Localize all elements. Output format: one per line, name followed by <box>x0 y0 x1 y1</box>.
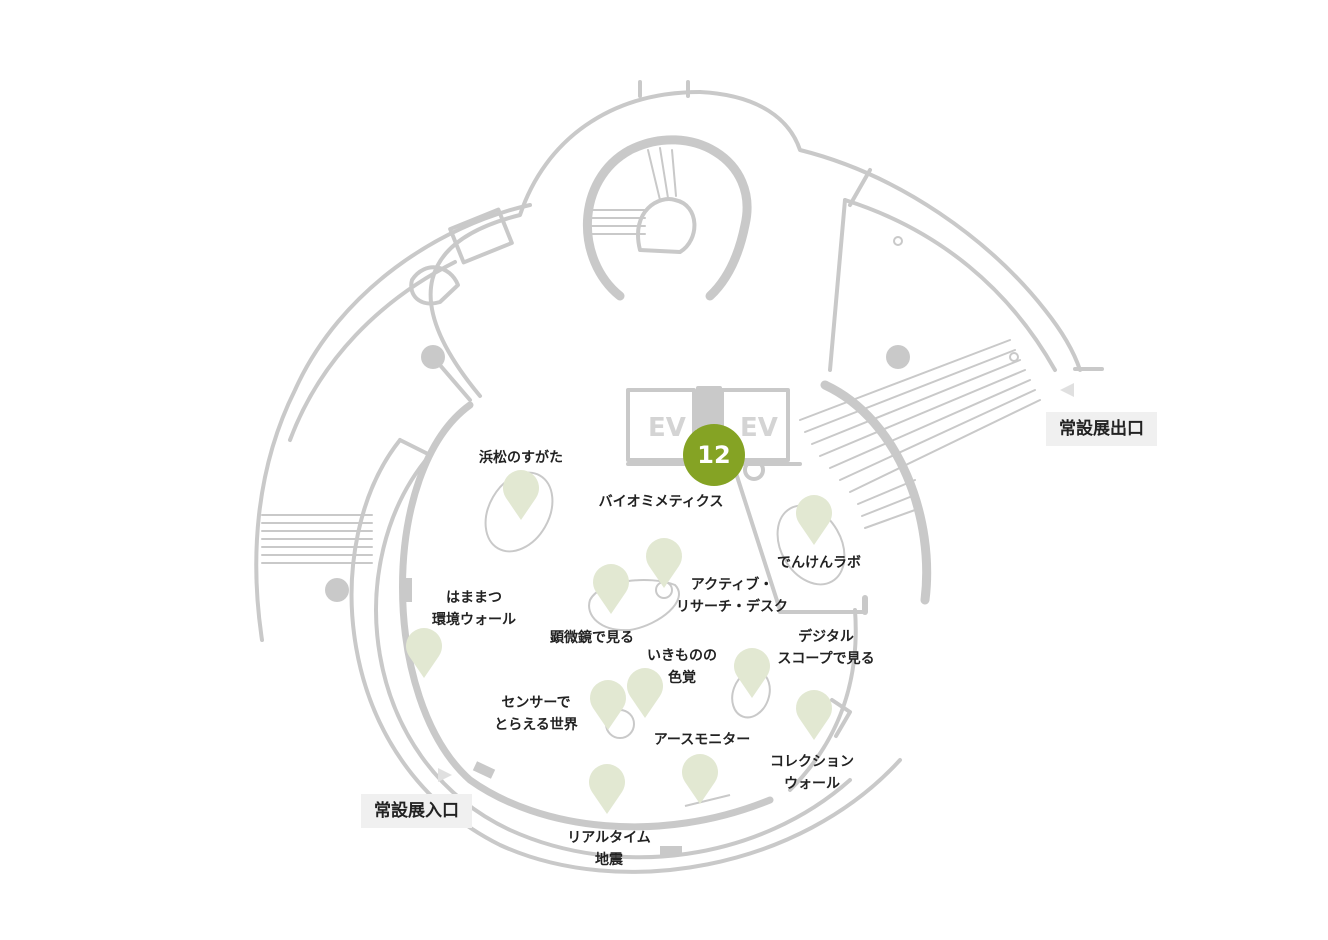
exit-arrow-icon <box>1060 383 1074 397</box>
exhibit-number-badge[interactable]: 12 <box>683 424 745 486</box>
stair-hatch-top <box>589 147 677 235</box>
exhibit-pin-icon[interactable] <box>646 538 682 588</box>
exhibit-label-earth-monitor[interactable]: アースモニター <box>654 729 750 751</box>
label-line: ウォール <box>784 776 840 792</box>
outer-wall-left <box>428 90 702 398</box>
exhibit-pin-icon[interactable] <box>590 680 626 730</box>
exhibit-outline <box>684 794 731 807</box>
exhibit-pin-icon[interactable] <box>593 564 629 614</box>
label-line: 環境ウォール <box>432 612 516 628</box>
stair-hatch-right <box>799 339 1041 529</box>
right-wedge-edge <box>828 198 847 372</box>
exhibit-pin-icon[interactable] <box>796 495 832 545</box>
label-line: コレクション <box>770 754 854 770</box>
pillars <box>325 345 910 856</box>
exhibit-pin-icon[interactable] <box>589 764 625 814</box>
outer-wall-far-left <box>254 203 532 642</box>
elevator-label-left: EV <box>648 413 686 443</box>
label-line: 浜松のすがた <box>479 450 563 466</box>
hall-wall-outer <box>374 453 852 860</box>
fixture-circle <box>1009 352 1019 362</box>
label-line: とらえる世界 <box>494 717 578 733</box>
hall-partition <box>733 468 782 612</box>
exhibit-label-collection-wall[interactable]: コレクション ウォール <box>770 751 854 795</box>
building-walls <box>254 80 1104 874</box>
label-line: センサーで <box>501 695 571 711</box>
exhibit-pin-icon[interactable] <box>503 470 539 520</box>
outer-wall-top-right <box>698 90 1082 372</box>
label-line: デジタル <box>798 629 854 645</box>
wall-block <box>472 761 496 779</box>
fixture-circle <box>893 236 903 246</box>
exhibit-pin-icon[interactable] <box>796 690 832 740</box>
spiral-stair-outer <box>582 135 752 301</box>
label-line: バイオミメティクス <box>598 494 724 510</box>
label-line: スコープで見る <box>777 651 875 667</box>
pillar <box>886 345 910 369</box>
exhibit-pin-icon[interactable] <box>682 754 718 804</box>
wall-block <box>660 846 682 856</box>
exhibit-pin-icon[interactable] <box>734 648 770 698</box>
wall-block <box>400 578 412 602</box>
label-line: でんけんラボ <box>777 555 861 571</box>
right-wedge-edge-2 <box>848 168 872 207</box>
wall-col-divider <box>830 698 852 738</box>
exhibit-label-color-vision[interactable]: いきものの 色覚 <box>647 645 717 689</box>
entrance-label: 常設展入口 <box>361 794 472 828</box>
label-line: アクティブ・ <box>690 577 774 593</box>
spiral-stair-inner <box>636 197 697 254</box>
entrance-arrow-icon <box>438 768 452 782</box>
hall-wall-inner <box>399 401 774 831</box>
exhibit-outline <box>484 471 554 553</box>
hall-wall-outer-2 <box>349 438 902 874</box>
exhibit-label-denken-lab[interactable]: でんけんラボ <box>777 552 861 574</box>
small-room <box>448 207 514 265</box>
exhibit-label-digital-scope[interactable]: デジタル スコープで見る <box>777 626 874 670</box>
label-line: 色覚 <box>668 670 696 686</box>
label-line: はままつ <box>446 590 502 606</box>
exhibit-label-active-research-desk[interactable]: アクティブ・ リサーチ・デスク <box>676 574 788 618</box>
label-line: いきものの <box>647 648 717 664</box>
elevator-core <box>696 386 722 430</box>
hall-wall-right <box>820 380 932 605</box>
exit-label: 常設展出口 <box>1046 412 1157 446</box>
exhibit-label-sensor-world[interactable]: センサーで とらえる世界 <box>494 692 578 736</box>
outer-wall-inner-left <box>288 260 457 442</box>
exhibit-label-biomimetics[interactable]: バイオミメティクス <box>599 491 724 513</box>
column-small <box>743 459 765 481</box>
label-line: アースモニター <box>653 732 751 748</box>
exhibit-label-realtime-quake[interactable]: リアルタイム 地震 <box>567 827 651 871</box>
door-swing <box>409 265 460 306</box>
exhibit-pin-icon[interactable] <box>406 628 442 678</box>
label-line: 地震 <box>595 852 623 868</box>
exhibit-pin-icon[interactable] <box>627 668 663 718</box>
outer-wall-right-inner <box>843 198 1057 372</box>
elevator-label-right: EV <box>740 413 778 443</box>
pillar <box>421 345 445 369</box>
exhibit-label-microscope[interactable]: 顕微鏡で見る <box>550 627 634 649</box>
elevator-left <box>626 388 696 462</box>
stair-hatch-left <box>261 514 373 564</box>
exhibit-label-hamamatsu-wall[interactable]: はままつ 環境ウォール <box>432 587 516 631</box>
label-line: 顕微鏡で見る <box>550 630 634 646</box>
exhibit-pins <box>406 470 832 814</box>
exhibit-outline <box>776 504 846 586</box>
label-line: リサーチ・デスク <box>676 599 788 615</box>
label-line: リアルタイム <box>567 830 651 846</box>
wall-stub-left-entry <box>398 438 432 457</box>
pillar <box>325 578 349 602</box>
exhibit-label-hamamatsu-sugata[interactable]: 浜松のすがた <box>479 447 563 469</box>
